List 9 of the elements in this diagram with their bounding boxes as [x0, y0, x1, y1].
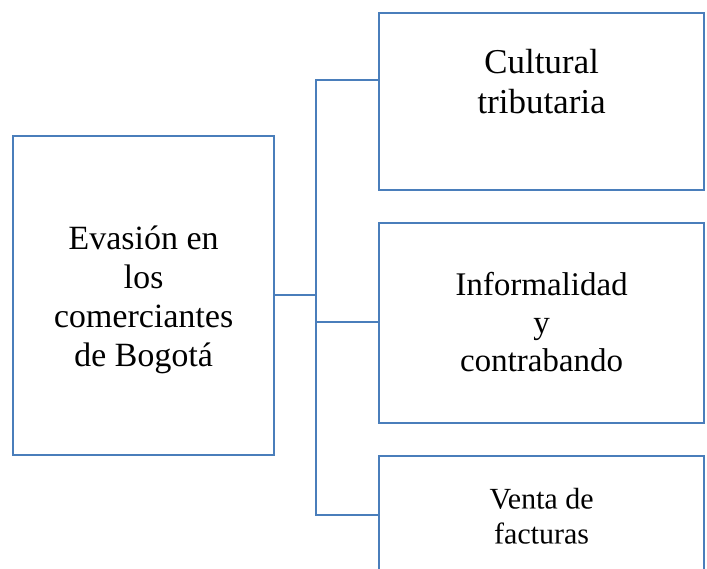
text-box [378, 222, 705, 424]
box-label: Informalidad y contrabando [455, 267, 628, 381]
box-label: Cultural tributaria [476, 42, 607, 122]
box-label: Evasión en los comerciantes de Bogotá [54, 218, 234, 376]
text-box [12, 135, 275, 456]
text-box [378, 455, 705, 569]
connector-line [275, 294, 378, 516]
text-box [378, 12, 705, 191]
box-label: Venta de facturas [488, 482, 595, 552]
